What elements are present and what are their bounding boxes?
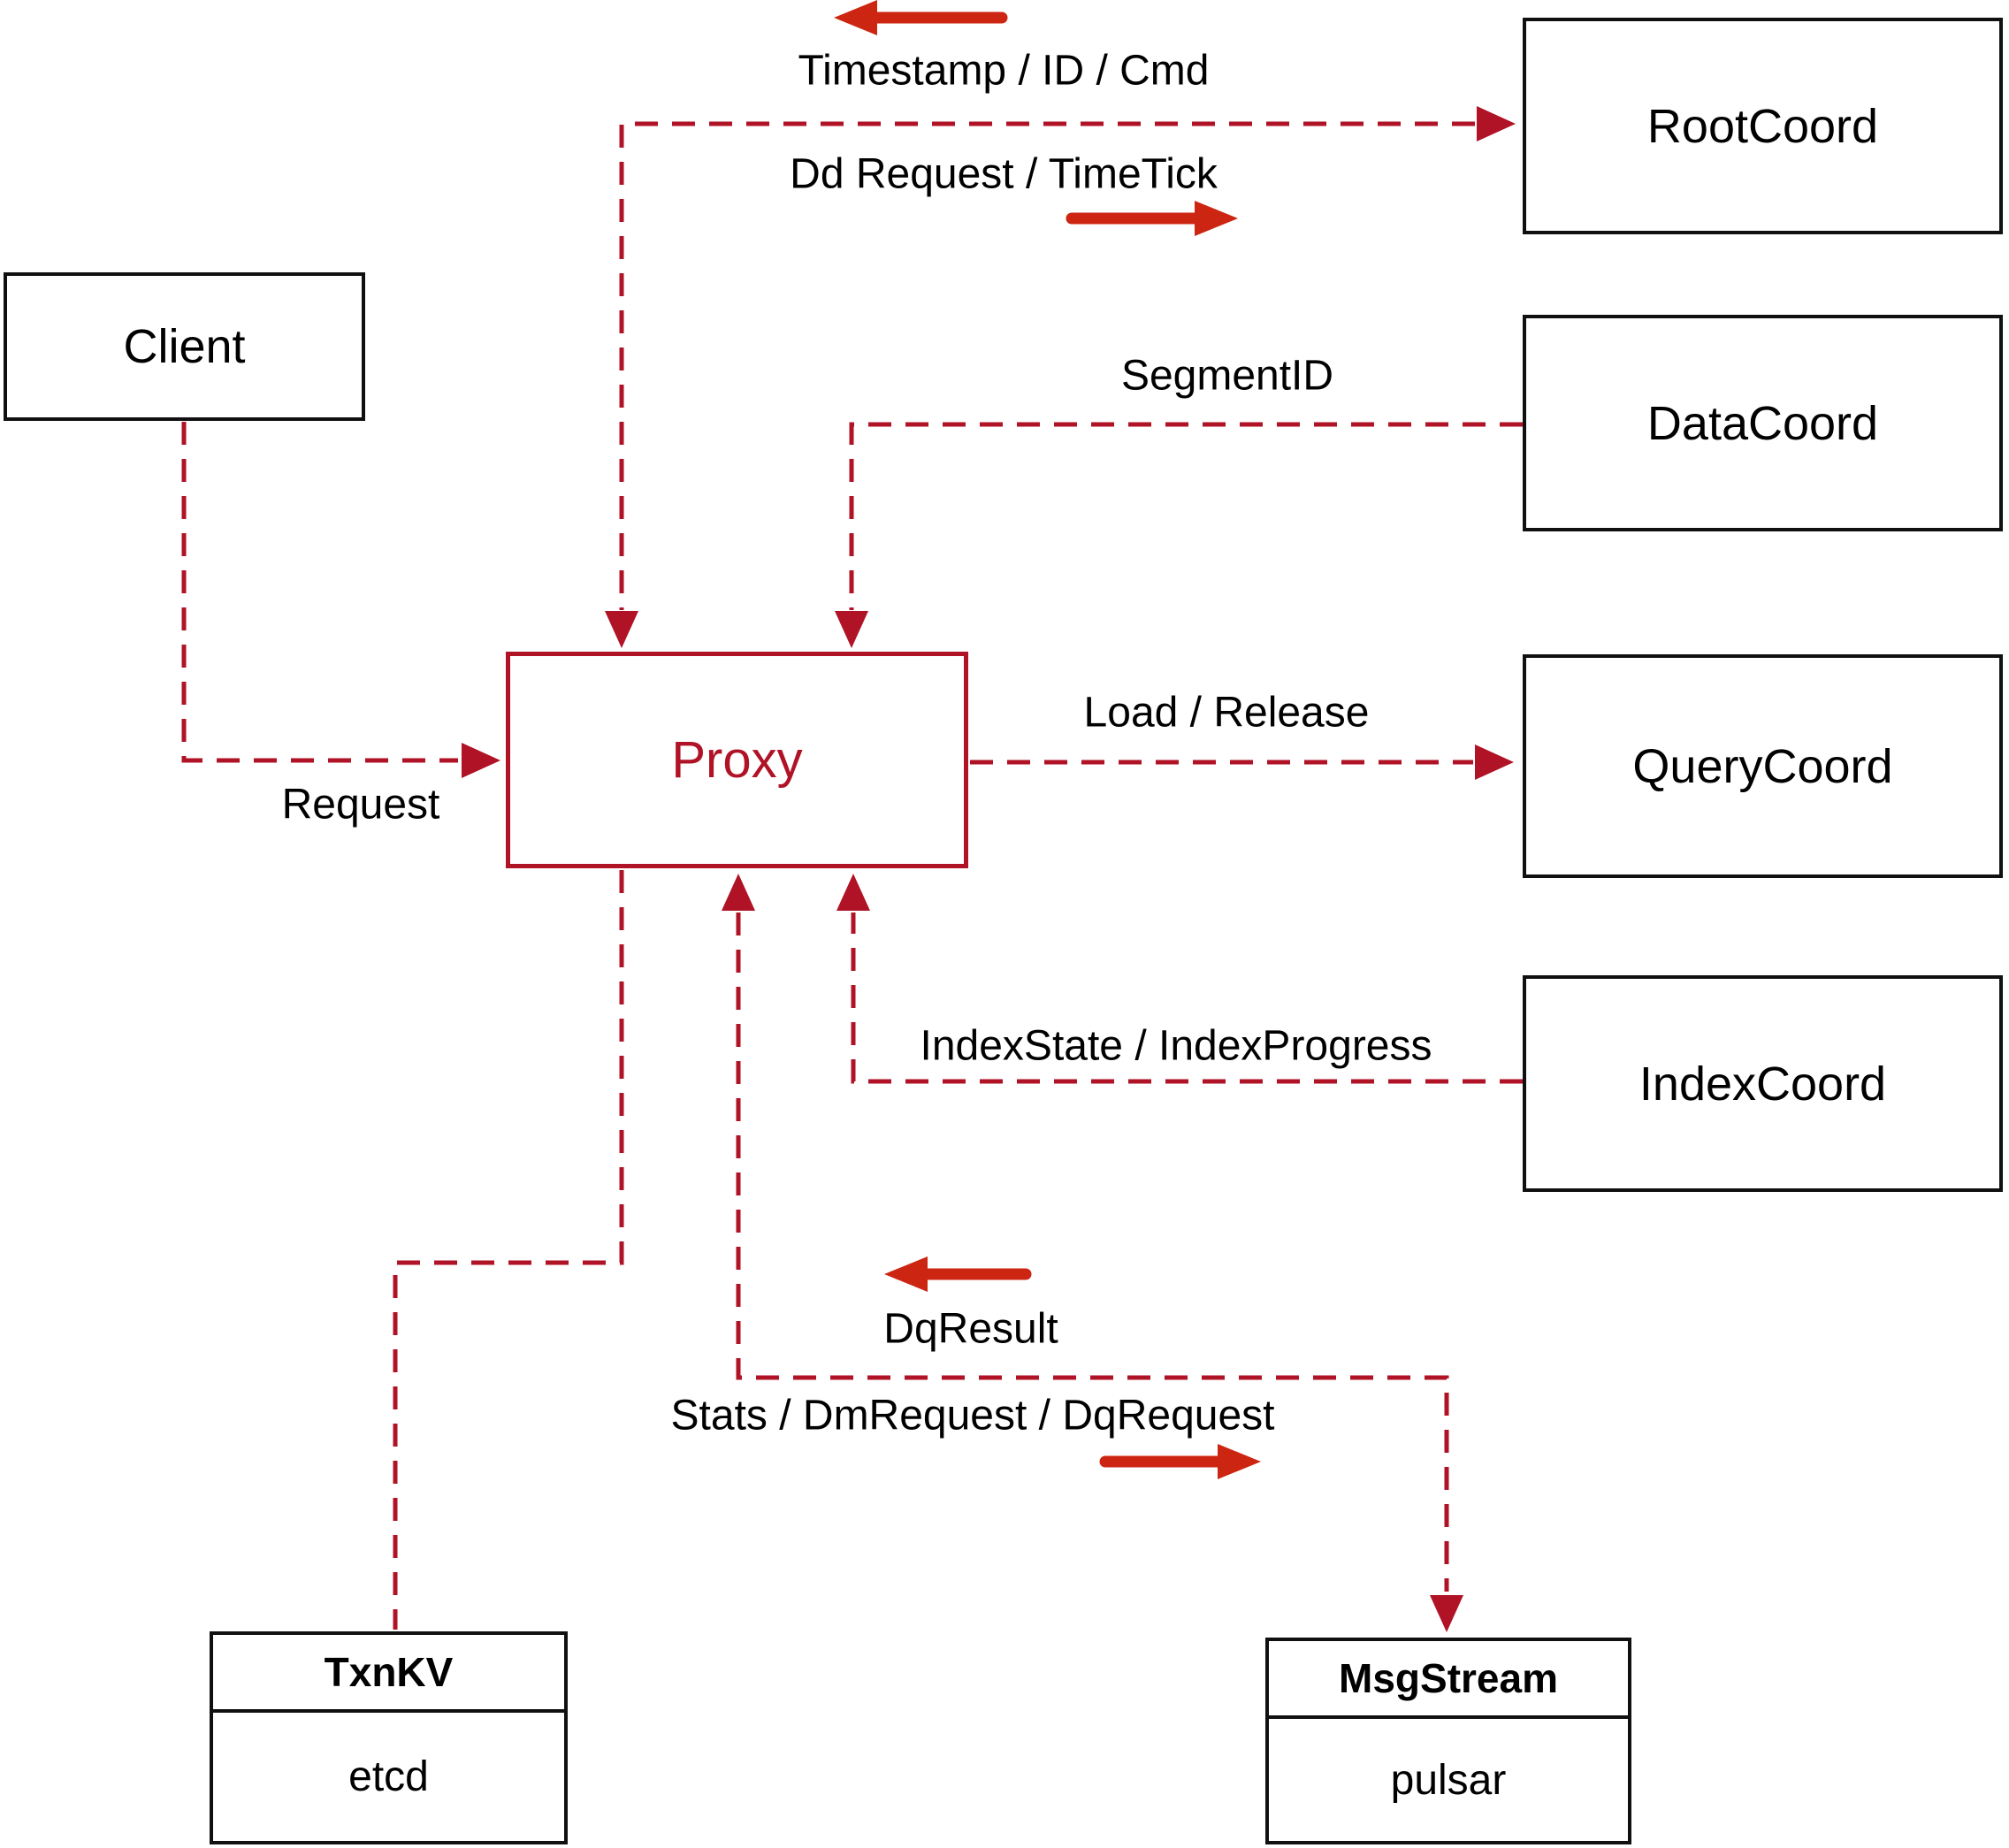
node-proxy-label: Proxy [671, 731, 803, 789]
arrow-down-icon [835, 611, 868, 648]
arrow-left-icon [834, 0, 1008, 35]
node-querycoord: QueryCoord [1523, 654, 2003, 878]
arrow-down-icon [605, 611, 638, 648]
node-msgstream-backend: pulsar [1390, 1756, 1507, 1804]
node-txnkv-backend: etcd [348, 1753, 429, 1800]
edge-label-request: Request [281, 781, 440, 829]
edge-label-segmentid: SegmentID [1120, 352, 1334, 400]
arrow-up-icon [836, 874, 870, 911]
node-querycoord-label: QueryCoord [1632, 739, 1893, 793]
edge-label-dqresult: DqResult [883, 1305, 1058, 1353]
node-indexcoord: IndexCoord [1523, 975, 2003, 1192]
node-txnkv-title: TxnKV [213, 1635, 564, 1713]
node-rootcoord: RootCoord [1523, 18, 2003, 234]
arrow-right-icon [1477, 106, 1516, 141]
arrow-right-icon [1066, 201, 1238, 236]
arrow-right-icon [1099, 1444, 1261, 1479]
node-txnkv: TxnKV etcd [210, 1631, 568, 1844]
arrow-left-icon [884, 1256, 1032, 1292]
node-client: Client [4, 272, 365, 421]
edge-datacoord-to-proxy [849, 422, 1523, 610]
edge-label-load-release: Load / Release [1083, 689, 1370, 737]
arrow-down-icon [1430, 1595, 1463, 1632]
node-indexcoord-label: IndexCoord [1639, 1057, 1887, 1111]
edge-label-dd-request-timetick: Dd Request / TimeTick [790, 150, 1218, 198]
node-datacoord: DataCoord [1523, 315, 2003, 531]
edge-label-indexstate-indexprogress: IndexState / IndexProgress [920, 1022, 1432, 1070]
node-client-label: Client [123, 320, 246, 373]
edge-proxy-msgstream [736, 913, 1449, 1592]
edge-indexcoord-to-proxy [851, 913, 1523, 1084]
node-msgstream: MsgStream pulsar [1265, 1638, 1631, 1844]
node-msgstream-title: MsgStream [1269, 1641, 1628, 1719]
node-proxy: Proxy [506, 652, 968, 868]
arrow-up-icon [722, 874, 755, 911]
arrow-right-icon [1475, 745, 1514, 780]
arrow-right-icon [462, 743, 500, 778]
node-rootcoord-label: RootCoord [1646, 99, 1879, 153]
edge-proxy-txnkv [393, 870, 624, 1630]
edge-client-to-proxy [181, 422, 458, 763]
edge-label-timestamp-id-cmd: Timestamp / ID / Cmd [798, 47, 1210, 95]
node-datacoord-label: DataCoord [1646, 396, 1879, 450]
edge-label-stats-dmrequest-dqrequest: Stats / DmRequest / DqRequest [670, 1392, 1275, 1439]
